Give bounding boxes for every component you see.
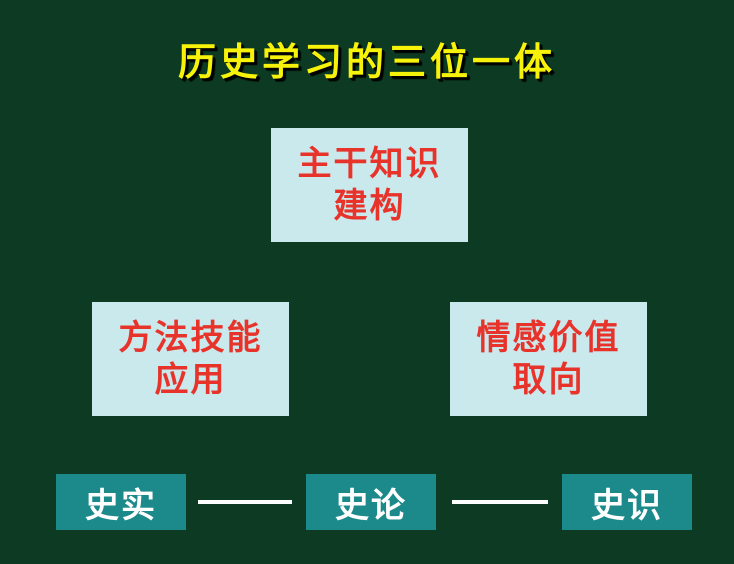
box-text-line: 应用 bbox=[154, 360, 227, 400]
box-text-line: 情感价值 bbox=[476, 318, 621, 358]
box-text-line: 建构 bbox=[333, 186, 406, 226]
method-skill-box: 方法技能 应用 bbox=[92, 302, 289, 416]
historical-argument-tag: 史论 bbox=[306, 474, 436, 530]
slide-title: 历史学习的三位一体 bbox=[177, 40, 556, 84]
emotion-value-box: 情感价值 取向 bbox=[450, 302, 647, 416]
box-text-line: 方法技能 bbox=[118, 318, 263, 358]
historical-insight-tag: 史识 bbox=[562, 474, 692, 530]
box-text-line: 主干知识 bbox=[297, 144, 442, 184]
historical-facts-tag: 史实 bbox=[56, 474, 186, 530]
box-text-line: 取向 bbox=[512, 360, 585, 400]
connector-line bbox=[198, 500, 292, 504]
connector-line bbox=[452, 500, 548, 504]
knowledge-construction-box: 主干知识 建构 bbox=[271, 128, 468, 242]
